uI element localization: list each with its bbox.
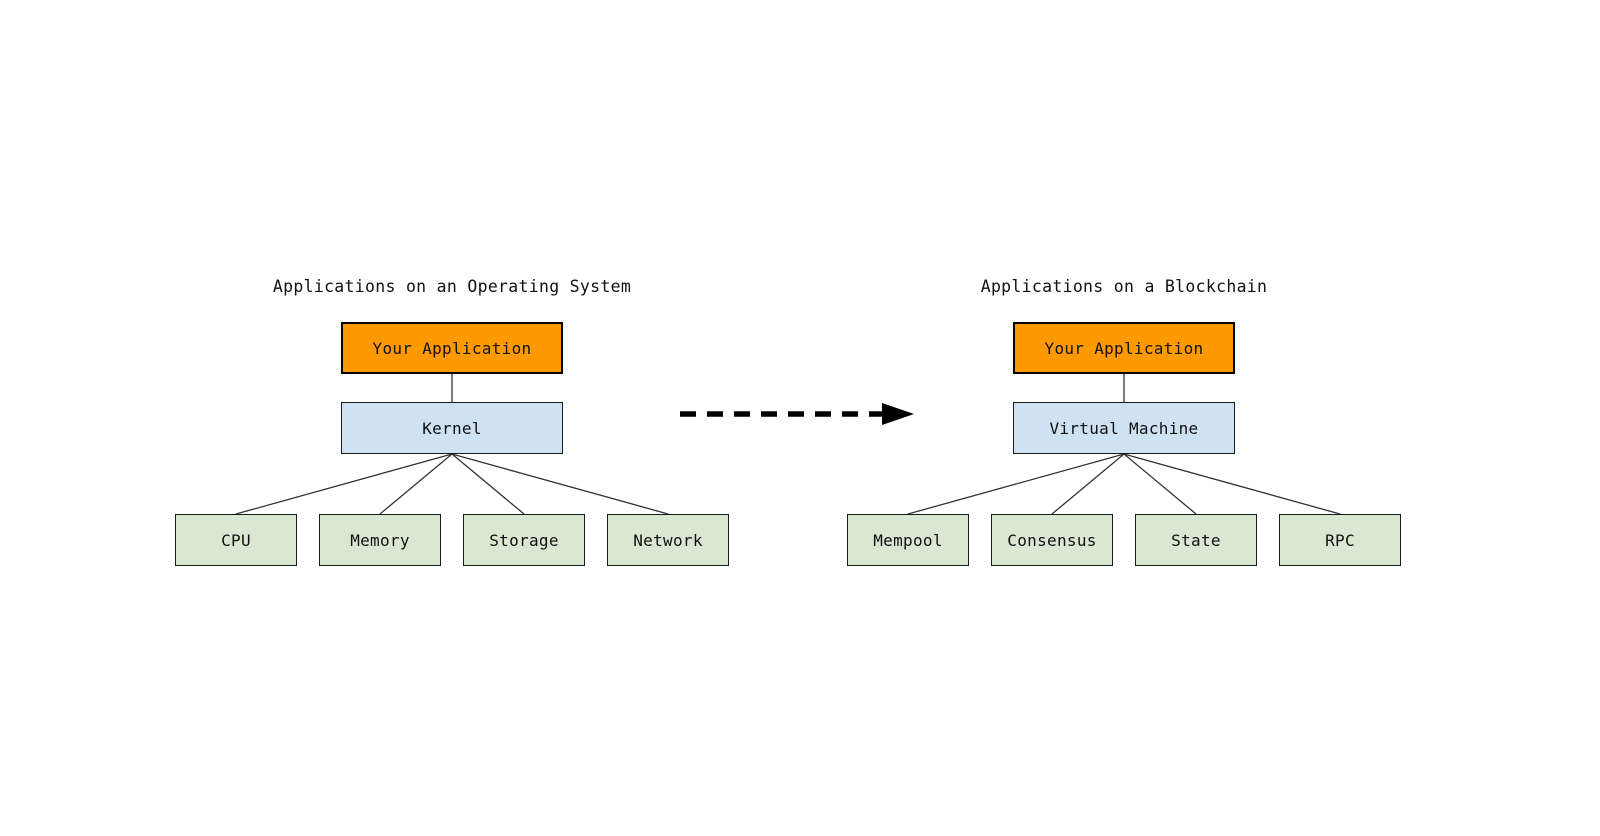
os-child-box-memory: Memory <box>319 514 441 566</box>
os-your-application-box: Your Application <box>341 322 563 374</box>
os-child-box-storage: Storage <box>463 514 585 566</box>
blockchain-child-box-mempool: Mempool <box>847 514 969 566</box>
dashed-arrow-icon <box>680 403 914 425</box>
blockchain-your-application-box: Your Application <box>1013 322 1235 374</box>
os-child-box-cpu: CPU <box>175 514 297 566</box>
blockchain-tree-title: Applications on a Blockchain <box>980 277 1268 296</box>
os-kernel-box: Kernel <box>341 402 563 454</box>
blockchain-virtual-machine-box: Virtual Machine <box>1013 402 1235 454</box>
blockchain-child-box-rpc: RPC <box>1279 514 1401 566</box>
os-child-box-network: Network <box>607 514 729 566</box>
blockchain-child-box-consensus: Consensus <box>991 514 1113 566</box>
blockchain-child-box-state: State <box>1135 514 1257 566</box>
os-tree-title: Applications on an Operating System <box>272 277 632 296</box>
